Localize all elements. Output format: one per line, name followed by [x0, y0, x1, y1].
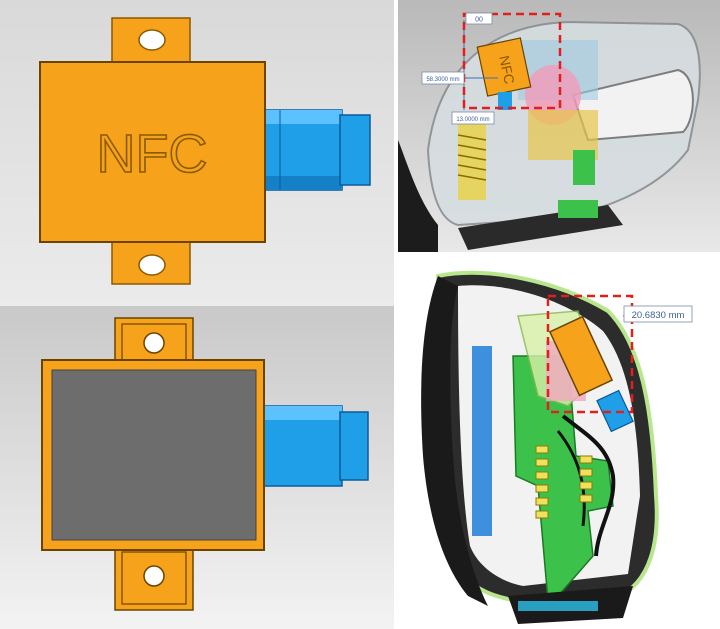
wire-harness [561, 414, 616, 557]
highlight-box [462, 12, 562, 110]
mounting-tab-top [111, 17, 191, 67]
mirror-mount [398, 140, 438, 252]
svg-text:NFC: NFC [496, 54, 518, 85]
mounting-tab-bottom [111, 235, 191, 285]
dim-label-horizontal: 58.3000 mm [421, 71, 465, 85]
connector-pins [535, 445, 593, 519]
dim-label-section: 20.6830 mm [623, 305, 693, 323]
nfc-connector-bottom [261, 405, 369, 487]
base-cable [518, 601, 598, 611]
svg-text:58.3000 mm: 58.3000 mm [426, 77, 459, 83]
indicator-lens [571, 68, 694, 142]
nfc-module-body [39, 61, 266, 243]
svg-text:00: 00 [475, 17, 483, 24]
svg-text:13.0000 mm: 13.0000 mm [456, 117, 489, 123]
nfc-module-bottom-view [0, 306, 394, 629]
green-bracket [512, 355, 614, 603]
nfc-label: NFC [97, 124, 208, 184]
mirror-glass [472, 346, 492, 536]
spring-assembly [458, 120, 486, 200]
nfc-connector [261, 109, 371, 191]
mirror-assembly-view: NFC 00 58.3000 mm 13.0000 mm [398, 0, 720, 252]
highlight-box-section [546, 294, 634, 414]
dim-label-vertical: 13.0000 mm [451, 111, 495, 125]
spring-coils [457, 134, 487, 181]
nfc-module-in-mirror: NFC [476, 37, 532, 110]
nfc-module-top-view: NFC [0, 0, 394, 306]
dim-label-top: 00 [465, 12, 493, 25]
module-underside [51, 369, 257, 541]
mounting-frame-bottom [114, 545, 194, 611]
mirror-glass-edge [421, 276, 488, 606]
mirror-cross-section-view: 20.6830 mm [398, 256, 720, 629]
base-connector [558, 200, 598, 218]
nfc-module-section [548, 315, 634, 433]
svg-text:20.6830 mm: 20.6830 mm [632, 310, 685, 321]
pcb-part [573, 150, 595, 185]
